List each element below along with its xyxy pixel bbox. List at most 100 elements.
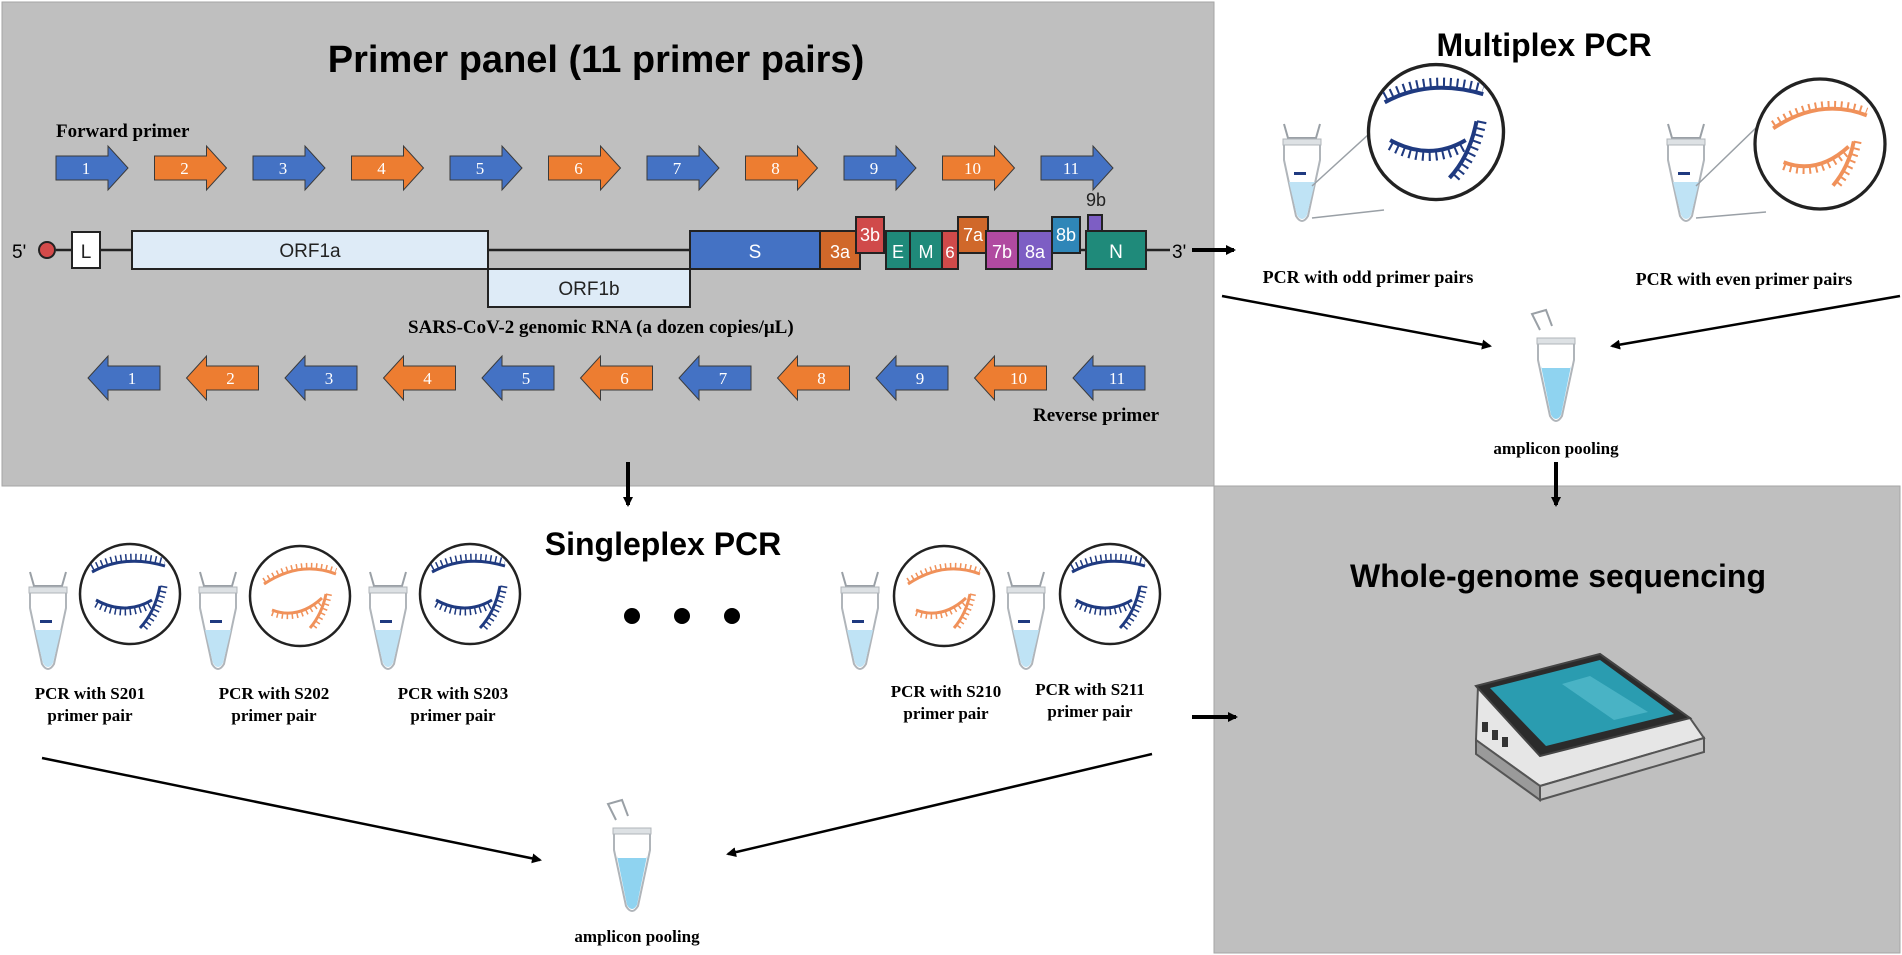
primer-number-label: 8 <box>771 159 780 178</box>
primer-number-label: 3 <box>279 159 288 178</box>
five-prime-label: 5' <box>12 242 26 263</box>
forward-primer-2: 2 <box>154 144 228 192</box>
segment-7a-label: 7a <box>963 225 984 245</box>
primer-number-label: 4 <box>377 159 386 178</box>
primer-number-label: 5 <box>522 369 531 388</box>
multiplex-pool-caption: amplicon pooling <box>1493 439 1619 458</box>
primer-number-label: 2 <box>180 159 189 178</box>
s211-caption-line1: PCR with S211 <box>1035 680 1145 699</box>
segment-9b-label: 9b <box>1086 190 1106 210</box>
segment-L-label: L <box>81 242 92 263</box>
reverse-primer-9: 9 <box>875 354 949 402</box>
primer-number-label: 6 <box>620 369 629 388</box>
reverse-primer-10: 10 <box>973 354 1047 402</box>
segment-ORF1a <box>131 230 489 270</box>
segment-3b-label: 3b <box>860 225 880 245</box>
singleplex-tube-s203 <box>368 544 520 670</box>
segment-N <box>1085 230 1147 270</box>
s211-caption-line2: primer pair <box>1047 702 1133 721</box>
forward-primer-arrows: 1 2 3 4 5 6 7 8 9 10 11 <box>55 144 1114 192</box>
reverse-primer-3: 3 <box>284 354 358 402</box>
reverse-primer-label: Reverse primer <box>1033 405 1160 426</box>
primer-number-label: 7 <box>673 159 682 178</box>
genome-map: 5' L ORF1a ORF1b S 3a 3b E M 6 7a 7b 8a … <box>12 190 1186 338</box>
singleplex-title: Singleplex PCR <box>545 526 782 562</box>
ellipsis-dots <box>624 608 740 624</box>
forward-primer-4: 4 <box>351 144 425 192</box>
forward-primer-10: 10 <box>942 144 1016 192</box>
s201-caption-line1: PCR with S201 <box>35 684 146 703</box>
segment-E-label: E <box>892 242 904 262</box>
singleplex-tube-s210 <box>840 546 994 670</box>
forward-primer-6: 6 <box>548 144 622 192</box>
reverse-primer-4: 4 <box>382 354 456 402</box>
forward-primer-8: 8 <box>745 144 819 192</box>
segment-3b <box>855 216 885 254</box>
segment-7b-label: 7b <box>992 242 1012 262</box>
s203-caption-line1: PCR with S203 <box>398 684 509 703</box>
segment-ORF1b-label: ORF1b <box>558 279 619 300</box>
segment-S <box>689 230 821 270</box>
singleplex-pool-caption: amplicon pooling <box>574 927 700 946</box>
primer-number-label: 5 <box>476 159 485 178</box>
primer-number-label: 11 <box>1109 369 1125 388</box>
primer-number-label: 9 <box>916 369 925 388</box>
forward-primer-5: 5 <box>449 144 523 192</box>
singleplex-tube-s211 <box>1006 544 1160 670</box>
s203-caption-line2: primer pair <box>410 706 496 725</box>
odd-amplicon-icon <box>1369 65 1504 200</box>
s210-caption-line1: PCR with S210 <box>891 682 1002 701</box>
forward-primer-11: 11 <box>1040 144 1114 192</box>
reverse-primer-5: 5 <box>481 354 555 402</box>
primer-number-label: 8 <box>817 369 826 388</box>
segment-ORF1a-label: ORF1a <box>279 241 341 262</box>
sequencer-device-icon <box>1474 652 1706 802</box>
reverse-primer-7: 7 <box>678 354 752 402</box>
wgs-title: Whole-genome sequencing <box>1350 558 1766 594</box>
segment-8b <box>1051 216 1081 254</box>
arrow-right-to-pool <box>726 752 1153 858</box>
segment-M-label: M <box>919 242 934 262</box>
arrow-odd-to-pool <box>1221 294 1492 350</box>
segment-8b-label: 8b <box>1056 225 1076 245</box>
primer-number-label: 11 <box>1063 159 1079 178</box>
segment-6-label: 6 <box>945 243 954 262</box>
multiplex-title: Multiplex PCR <box>1436 27 1651 63</box>
primer-number-label: 6 <box>574 159 583 178</box>
primer-number-label: 10 <box>1010 369 1027 388</box>
primer-number-label: 3 <box>325 369 334 388</box>
primer-number-label: 9 <box>870 159 879 178</box>
forward-primer-7: 7 <box>646 144 720 192</box>
singleplex-pool-tube <box>607 799 652 912</box>
singleplex-tube-s202 <box>198 546 350 670</box>
even-pool-caption: PCR with even primer pairs <box>1636 269 1853 289</box>
singleplex-tube-s201 <box>28 544 180 670</box>
segment-N-label: N <box>1109 242 1123 263</box>
primer-number-label: 1 <box>128 369 137 388</box>
primer-panel-title: Primer panel (11 primer pairs) <box>328 39 864 81</box>
reverse-primer-1: 1 <box>87 354 161 402</box>
segment-ORF1b <box>487 268 691 308</box>
multiplex-even-tube <box>1666 79 1885 222</box>
primer-number-label: 10 <box>964 159 981 178</box>
multiplex-odd-tube <box>1282 65 1504 222</box>
segment-S-label: S <box>749 242 762 263</box>
segment-8a <box>1017 230 1053 270</box>
primer-number-label: 4 <box>423 369 432 388</box>
segment-M <box>909 230 943 270</box>
segment-8a-label: 8a <box>1025 242 1046 262</box>
reverse-primer-6: 6 <box>579 354 653 402</box>
forward-primer-1: 1 <box>55 144 129 192</box>
forward-primer-9: 9 <box>843 144 917 192</box>
s210-caption-line2: primer pair <box>903 704 989 723</box>
reverse-primer-2: 2 <box>185 354 259 402</box>
three-prime-label: 3' <box>1172 242 1186 263</box>
cap-icon <box>38 241 56 259</box>
arrow-left-to-pool <box>41 756 542 864</box>
arrow-even-to-pool <box>1610 294 1901 350</box>
reverse-primer-8: 8 <box>776 354 850 402</box>
flow-arrows <box>41 245 1901 864</box>
segment-L <box>71 231 101 269</box>
odd-pool-caption: PCR with odd primer pairs <box>1263 267 1474 287</box>
